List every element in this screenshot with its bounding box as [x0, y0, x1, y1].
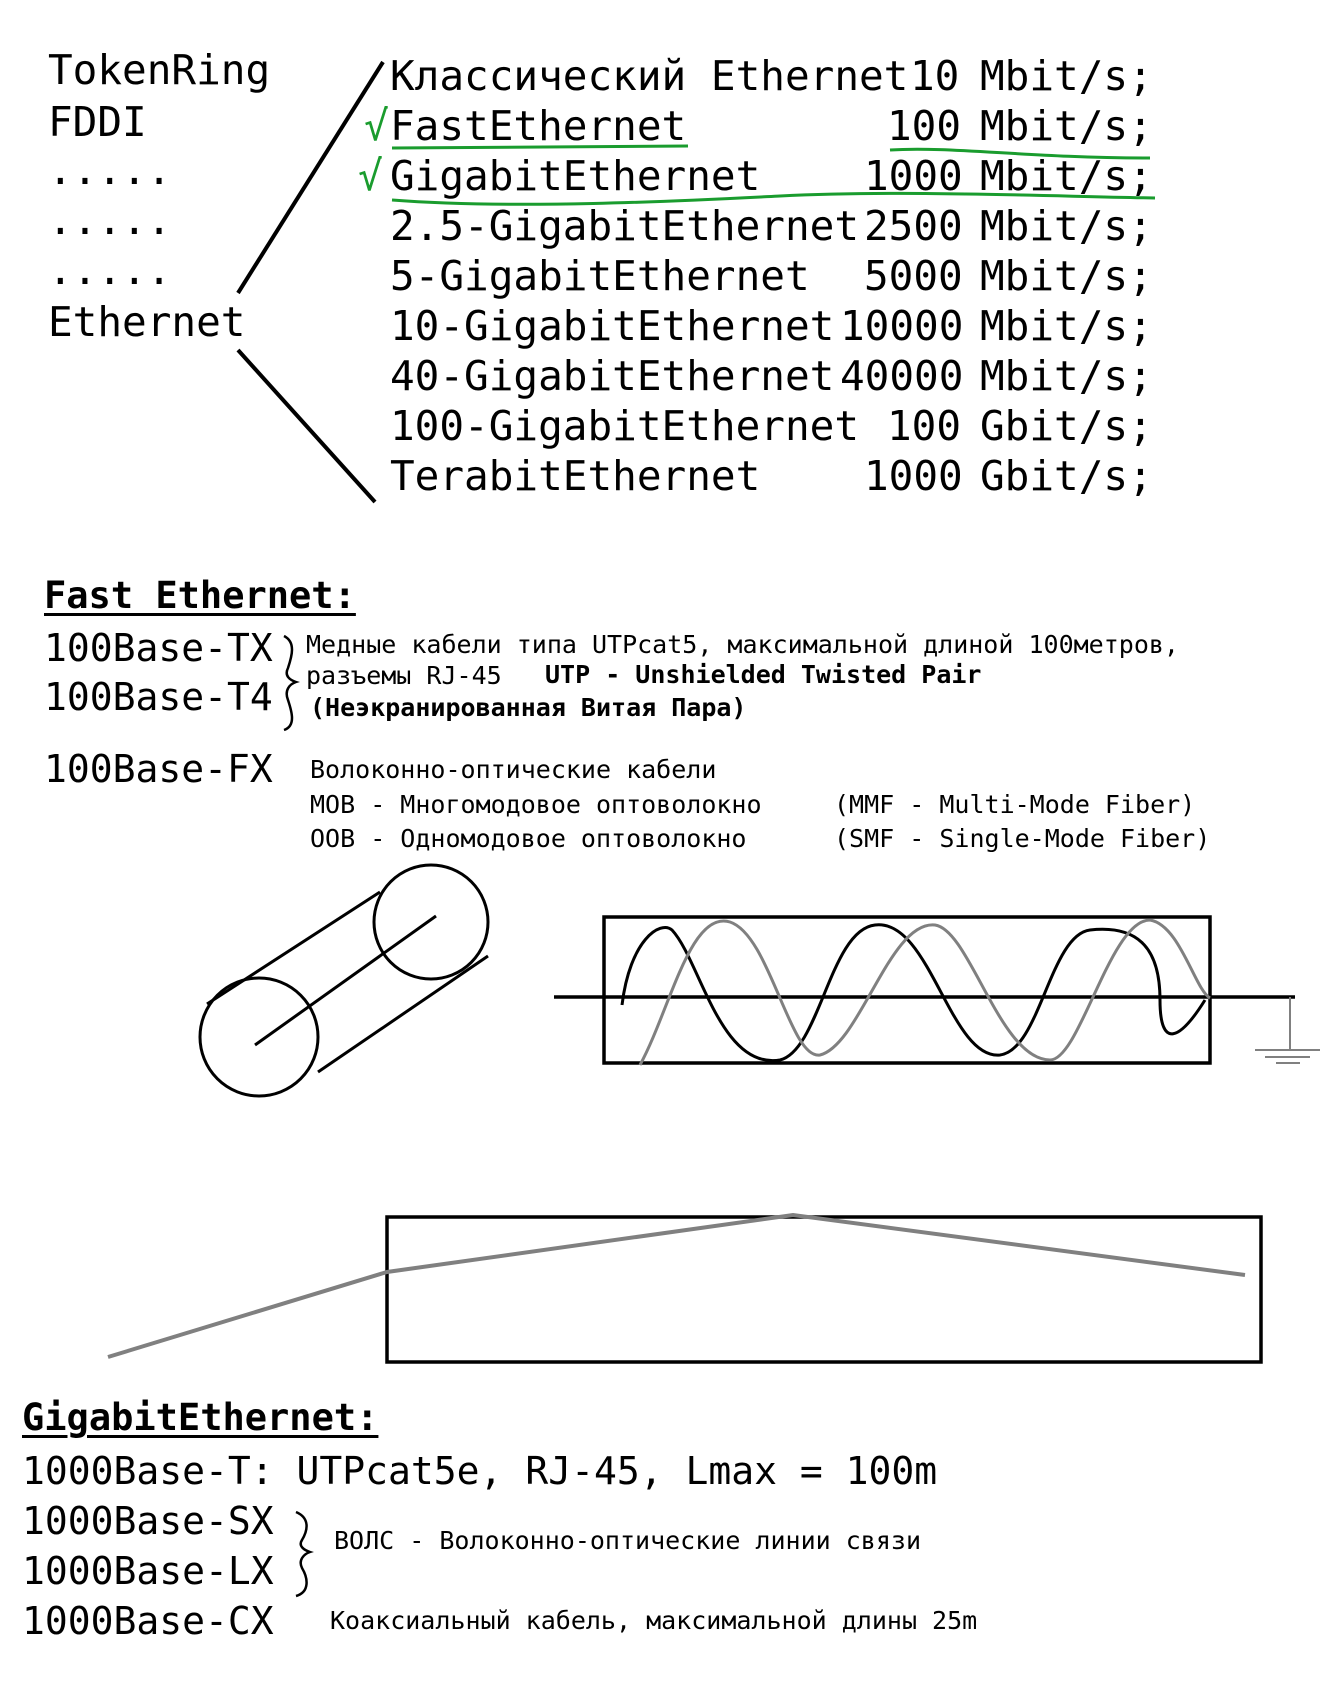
fastethernet-underline: [391, 144, 689, 150]
singlemode-fiber: ООВ - Одномодовое оптоволокно: [310, 824, 747, 853]
variant-name: Классический Ethernet: [390, 52, 909, 100]
variant-name: 5-GigabitEthernet: [390, 252, 810, 300]
variant-speed: 100: [887, 102, 962, 150]
variant-unit: Gbit/s;: [980, 402, 1153, 450]
standard-100base-fx: 100Base-FX: [44, 747, 273, 791]
variant-name: TerabitEthernet: [390, 452, 761, 500]
variant-speed: 1000: [864, 452, 963, 500]
standard-1000base-cx: 1000Base-CX: [22, 1599, 274, 1643]
utp-translation: (Неэкранированная Витая Пара): [310, 693, 747, 722]
check-mark-icon: √: [358, 152, 383, 200]
variant-unit: Mbit/s;: [980, 252, 1153, 300]
variant-name: 10-GigabitEthernet: [390, 302, 835, 350]
check-mark-icon: √: [364, 102, 389, 150]
rj45-description: разъемы RJ-45: [306, 661, 502, 690]
coax-description: Коаксиальный кабель, максимальной длины …: [330, 1606, 978, 1635]
variant-unit: Mbit/s;: [980, 302, 1153, 350]
fast-ethernet-heading: Fast Ethernet:: [44, 574, 356, 617]
variant-unit: Gbit/s;: [980, 452, 1153, 500]
standard-1000base-lx: 1000Base-LX: [22, 1549, 274, 1593]
standard-100base-t4: 100Base-T4: [44, 675, 273, 719]
variant-unit: Mbit/s;: [980, 52, 1153, 100]
variant-unit: Mbit/s;: [980, 352, 1153, 400]
fastethernet-speed-underline: [889, 147, 1151, 160]
list-item-fddi: FDDI: [48, 98, 147, 146]
standard-1000base-sx: 1000Base-SX: [22, 1499, 274, 1543]
variant-speed: 5000: [864, 252, 963, 300]
variant-unit: Mbit/s;: [980, 102, 1153, 150]
copper-description: Медные кабели типа UTPcat5, максимальной…: [306, 630, 1179, 659]
variant-name: FastEthernet: [390, 102, 687, 150]
variant-speed: 10000: [840, 302, 964, 350]
multimode-fiber: МОВ - Многомодовое оптоволокно: [310, 790, 762, 819]
fiber-description: Волоконно-оптические кабели: [310, 755, 717, 784]
variant-name: 40-GigabitEthernet: [390, 352, 835, 400]
variant-name: GigabitEthernet: [390, 152, 761, 200]
utp-definition: UTP - Unshielded Twisted Pair: [545, 660, 982, 689]
lower-bracket-line: [236, 348, 377, 504]
variant-speed: 2500: [864, 202, 963, 250]
mmf-definition: (MMF - Multi-Mode Fiber): [834, 790, 1196, 819]
list-item-ethernet: Ethernet: [48, 298, 246, 346]
gigabit-brace: [295, 1510, 314, 1598]
fiber-reflection-sketch: [107, 1212, 1263, 1364]
fast-ethernet-brace: [283, 634, 300, 732]
cable-cylinder: [198, 863, 490, 1098]
list-item-dots-2: .....: [48, 196, 172, 244]
gigabit-ethernet-heading: GigabitEthernet:: [22, 1396, 379, 1439]
smf-definition: (SMF - Single-Mode Fiber): [834, 824, 1211, 853]
upper-bracket-line: [236, 60, 385, 295]
list-item-dots-1: .....: [48, 146, 172, 194]
variant-speed: 10: [910, 52, 960, 100]
vols-definition: ВОЛС - Волоконно-оптические линии связи: [334, 1526, 921, 1555]
list-item-dots-3: .....: [48, 246, 172, 294]
variant-speed: 100: [887, 402, 962, 450]
variant-unit: Mbit/s;: [980, 152, 1153, 200]
variant-speed: 40000: [840, 352, 964, 400]
gigabit-underline: [391, 191, 1156, 206]
variant-name: 2.5-GigabitEthernet: [390, 202, 859, 250]
variant-name: 100-GigabitEthernet: [390, 402, 859, 450]
standard-100base-tx: 100Base-TX: [44, 626, 273, 670]
list-item-tokenring: TokenRing: [48, 46, 271, 94]
twisted-pair-sketch: [554, 915, 1320, 1066]
standard-1000base-t: 1000Base-T: UTPcat5e, RJ-45, Lmax = 100m: [22, 1449, 938, 1493]
variant-speed: 1000: [864, 152, 963, 200]
variant-unit: Mbit/s;: [980, 202, 1153, 250]
